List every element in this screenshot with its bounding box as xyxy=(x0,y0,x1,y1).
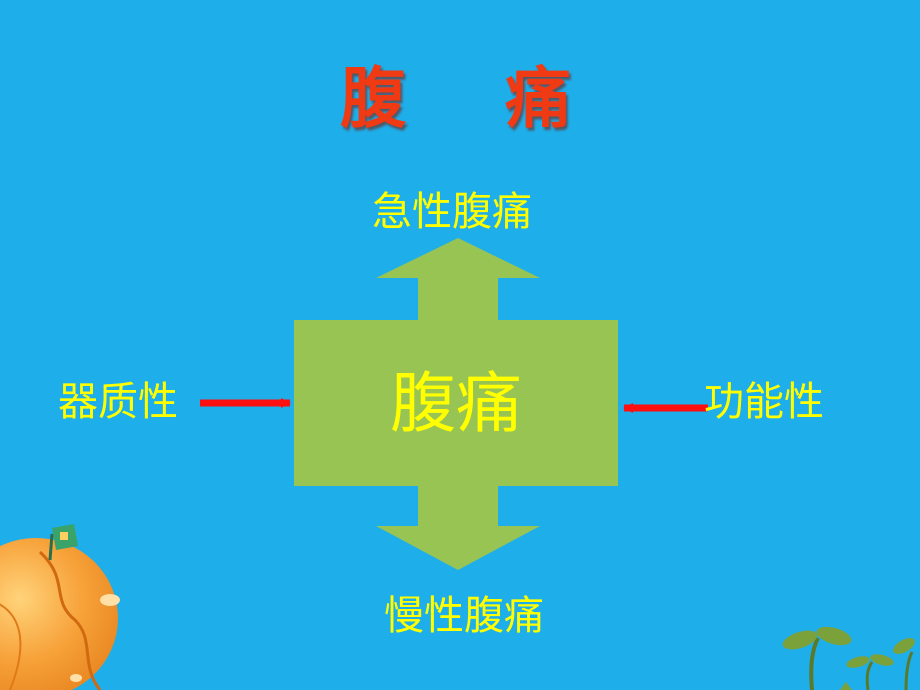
chronic-abdominal-pain-label: 慢性腹痛 xyxy=(384,593,544,639)
orange-planet-icon xyxy=(0,538,120,690)
kite-flag-icon xyxy=(48,524,78,561)
page-title: 腹 痛 xyxy=(340,59,609,137)
center-abdominal-pain-label: 腹痛 xyxy=(390,365,522,442)
organic-label: 器质性 xyxy=(58,379,178,425)
center-block xyxy=(294,238,618,570)
up-arrow-shape xyxy=(376,238,540,320)
center-box xyxy=(294,320,618,486)
sprout-icon xyxy=(782,626,915,690)
acute-abdominal-pain-label: 急性腹痛 xyxy=(372,189,532,235)
down-arrow-shape xyxy=(376,486,540,570)
functional-label: 功能性 xyxy=(704,379,824,425)
